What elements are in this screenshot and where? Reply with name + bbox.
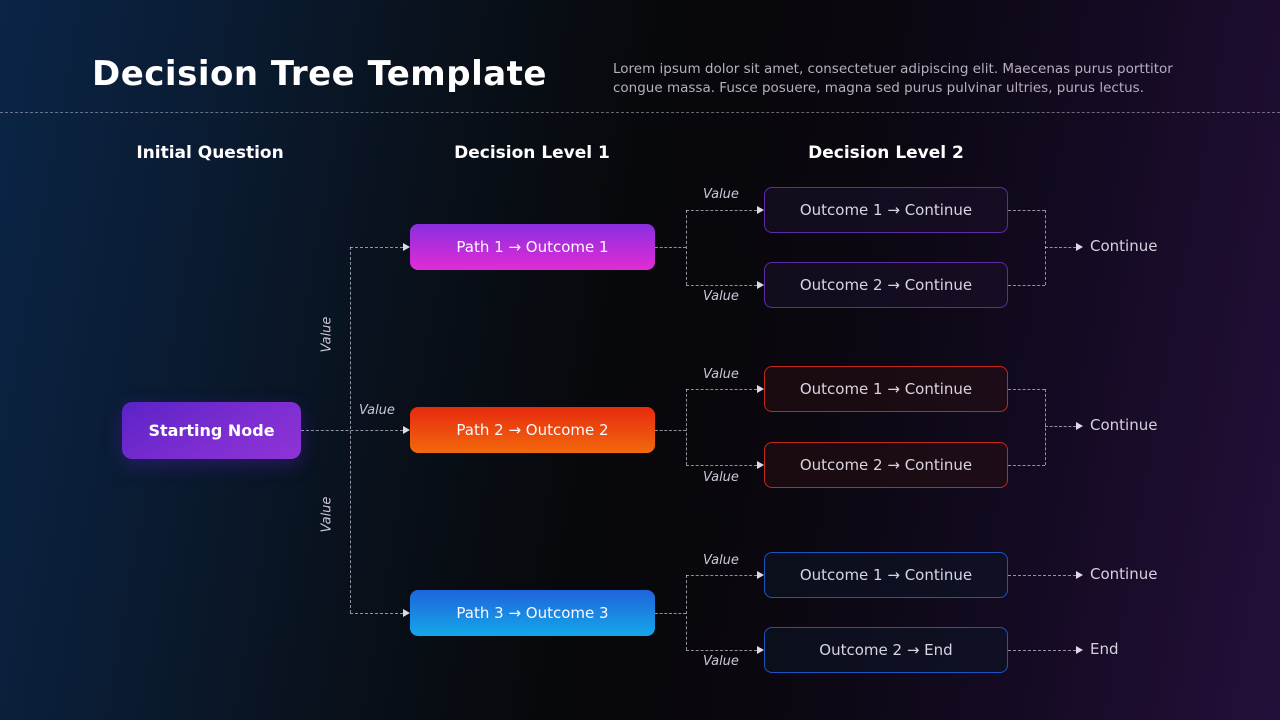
arrowhead-path3-outcome2	[757, 646, 764, 654]
arrowhead-p3o1-result	[1076, 571, 1083, 579]
connector-trunk-to-path3	[350, 613, 403, 614]
connector-p2-result	[1045, 426, 1076, 427]
edge-label-value-path1: Value	[319, 316, 335, 353]
arrowhead-path3-outcome1	[757, 571, 764, 579]
connector-p3o2-result	[1008, 650, 1076, 651]
connector-p2-merge-vertical	[1045, 389, 1046, 465]
edge-label-value-p1o2: Value	[703, 289, 739, 304]
edge-label-value-p1o1: Value	[703, 187, 739, 202]
connector-path2-branch	[686, 389, 687, 465]
connector-path3-branch	[686, 575, 687, 650]
connector-trunk-to-path1	[350, 247, 403, 248]
column-header-decision-level-2: Decision Level 2	[808, 143, 964, 163]
connector-path3-outcome1	[686, 575, 757, 576]
connector-path2-outcome1	[686, 389, 757, 390]
arrowhead-path1-outcome1	[757, 206, 764, 214]
column-header-decision-level-1: Decision Level 1	[454, 143, 610, 163]
arrowhead-path3	[403, 609, 410, 617]
path1-outcome-2-node: Outcome 2 → Continue	[764, 262, 1008, 308]
arrowhead-path1	[403, 243, 410, 251]
connector-p1o1-merge	[1008, 210, 1045, 211]
column-header-initial-question: Initial Question	[136, 143, 284, 163]
connector-path1-stub	[655, 247, 686, 248]
header-divider	[0, 112, 1280, 113]
path1-outcome-1-node: Outcome 1 → Continue	[764, 187, 1008, 233]
connector-path2-stub	[655, 430, 686, 431]
edge-label-value-path2: Value	[359, 403, 395, 418]
arrowhead-p1-result	[1076, 243, 1083, 251]
connector-path1-outcome1	[686, 210, 757, 211]
path-1-node: Path 1 → Outcome 1	[410, 224, 655, 270]
path1-result-label: Continue	[1090, 237, 1158, 255]
connector-start-to-path2	[301, 430, 403, 431]
path3-outcome2-result-label: End	[1090, 640, 1119, 658]
connector-p2o2-merge	[1008, 465, 1045, 466]
edge-label-value-p3o2: Value	[703, 654, 739, 669]
connector-path1-branch	[686, 210, 687, 285]
edge-label-value-p3o1: Value	[703, 553, 739, 568]
connector-p1o2-merge	[1008, 285, 1045, 286]
page-title: Decision Tree Template	[92, 54, 547, 94]
connector-p3o1-result	[1008, 575, 1076, 576]
edge-label-value-p2o1: Value	[703, 367, 739, 382]
path-3-node: Path 3 → Outcome 3	[410, 590, 655, 636]
arrowhead-path2-outcome1	[757, 385, 764, 393]
path-2-node: Path 2 → Outcome 2	[410, 407, 655, 453]
edge-label-value-p2o2: Value	[703, 470, 739, 485]
path2-outcome-2-node: Outcome 2 → Continue	[764, 442, 1008, 488]
arrowhead-p3o2-result	[1076, 646, 1083, 654]
arrowhead-path2	[403, 426, 410, 434]
starting-node: Starting Node	[122, 402, 301, 459]
connector-path3-stub	[655, 613, 686, 614]
connector-path3-outcome2	[686, 650, 757, 651]
arrowhead-path2-outcome2	[757, 461, 764, 469]
edge-label-value-path3: Value	[319, 496, 335, 533]
path2-outcome-1-node: Outcome 1 → Continue	[764, 366, 1008, 412]
arrowhead-path1-outcome2	[757, 281, 764, 289]
connector-p2o1-merge	[1008, 389, 1045, 390]
connector-path2-outcome2	[686, 465, 757, 466]
page-description: Lorem ipsum dolor sit amet, consectetuer…	[613, 61, 1173, 96]
connector-trunk-vertical	[350, 247, 351, 613]
connector-path1-outcome2	[686, 285, 757, 286]
path2-result-label: Continue	[1090, 416, 1158, 434]
path3-outcome-1-node: Outcome 1 → Continue	[764, 552, 1008, 598]
path3-outcome1-result-label: Continue	[1090, 565, 1158, 583]
connector-p1-result	[1045, 247, 1076, 248]
path3-outcome-2-node: Outcome 2 → End	[764, 627, 1008, 673]
arrowhead-p2-result	[1076, 422, 1083, 430]
